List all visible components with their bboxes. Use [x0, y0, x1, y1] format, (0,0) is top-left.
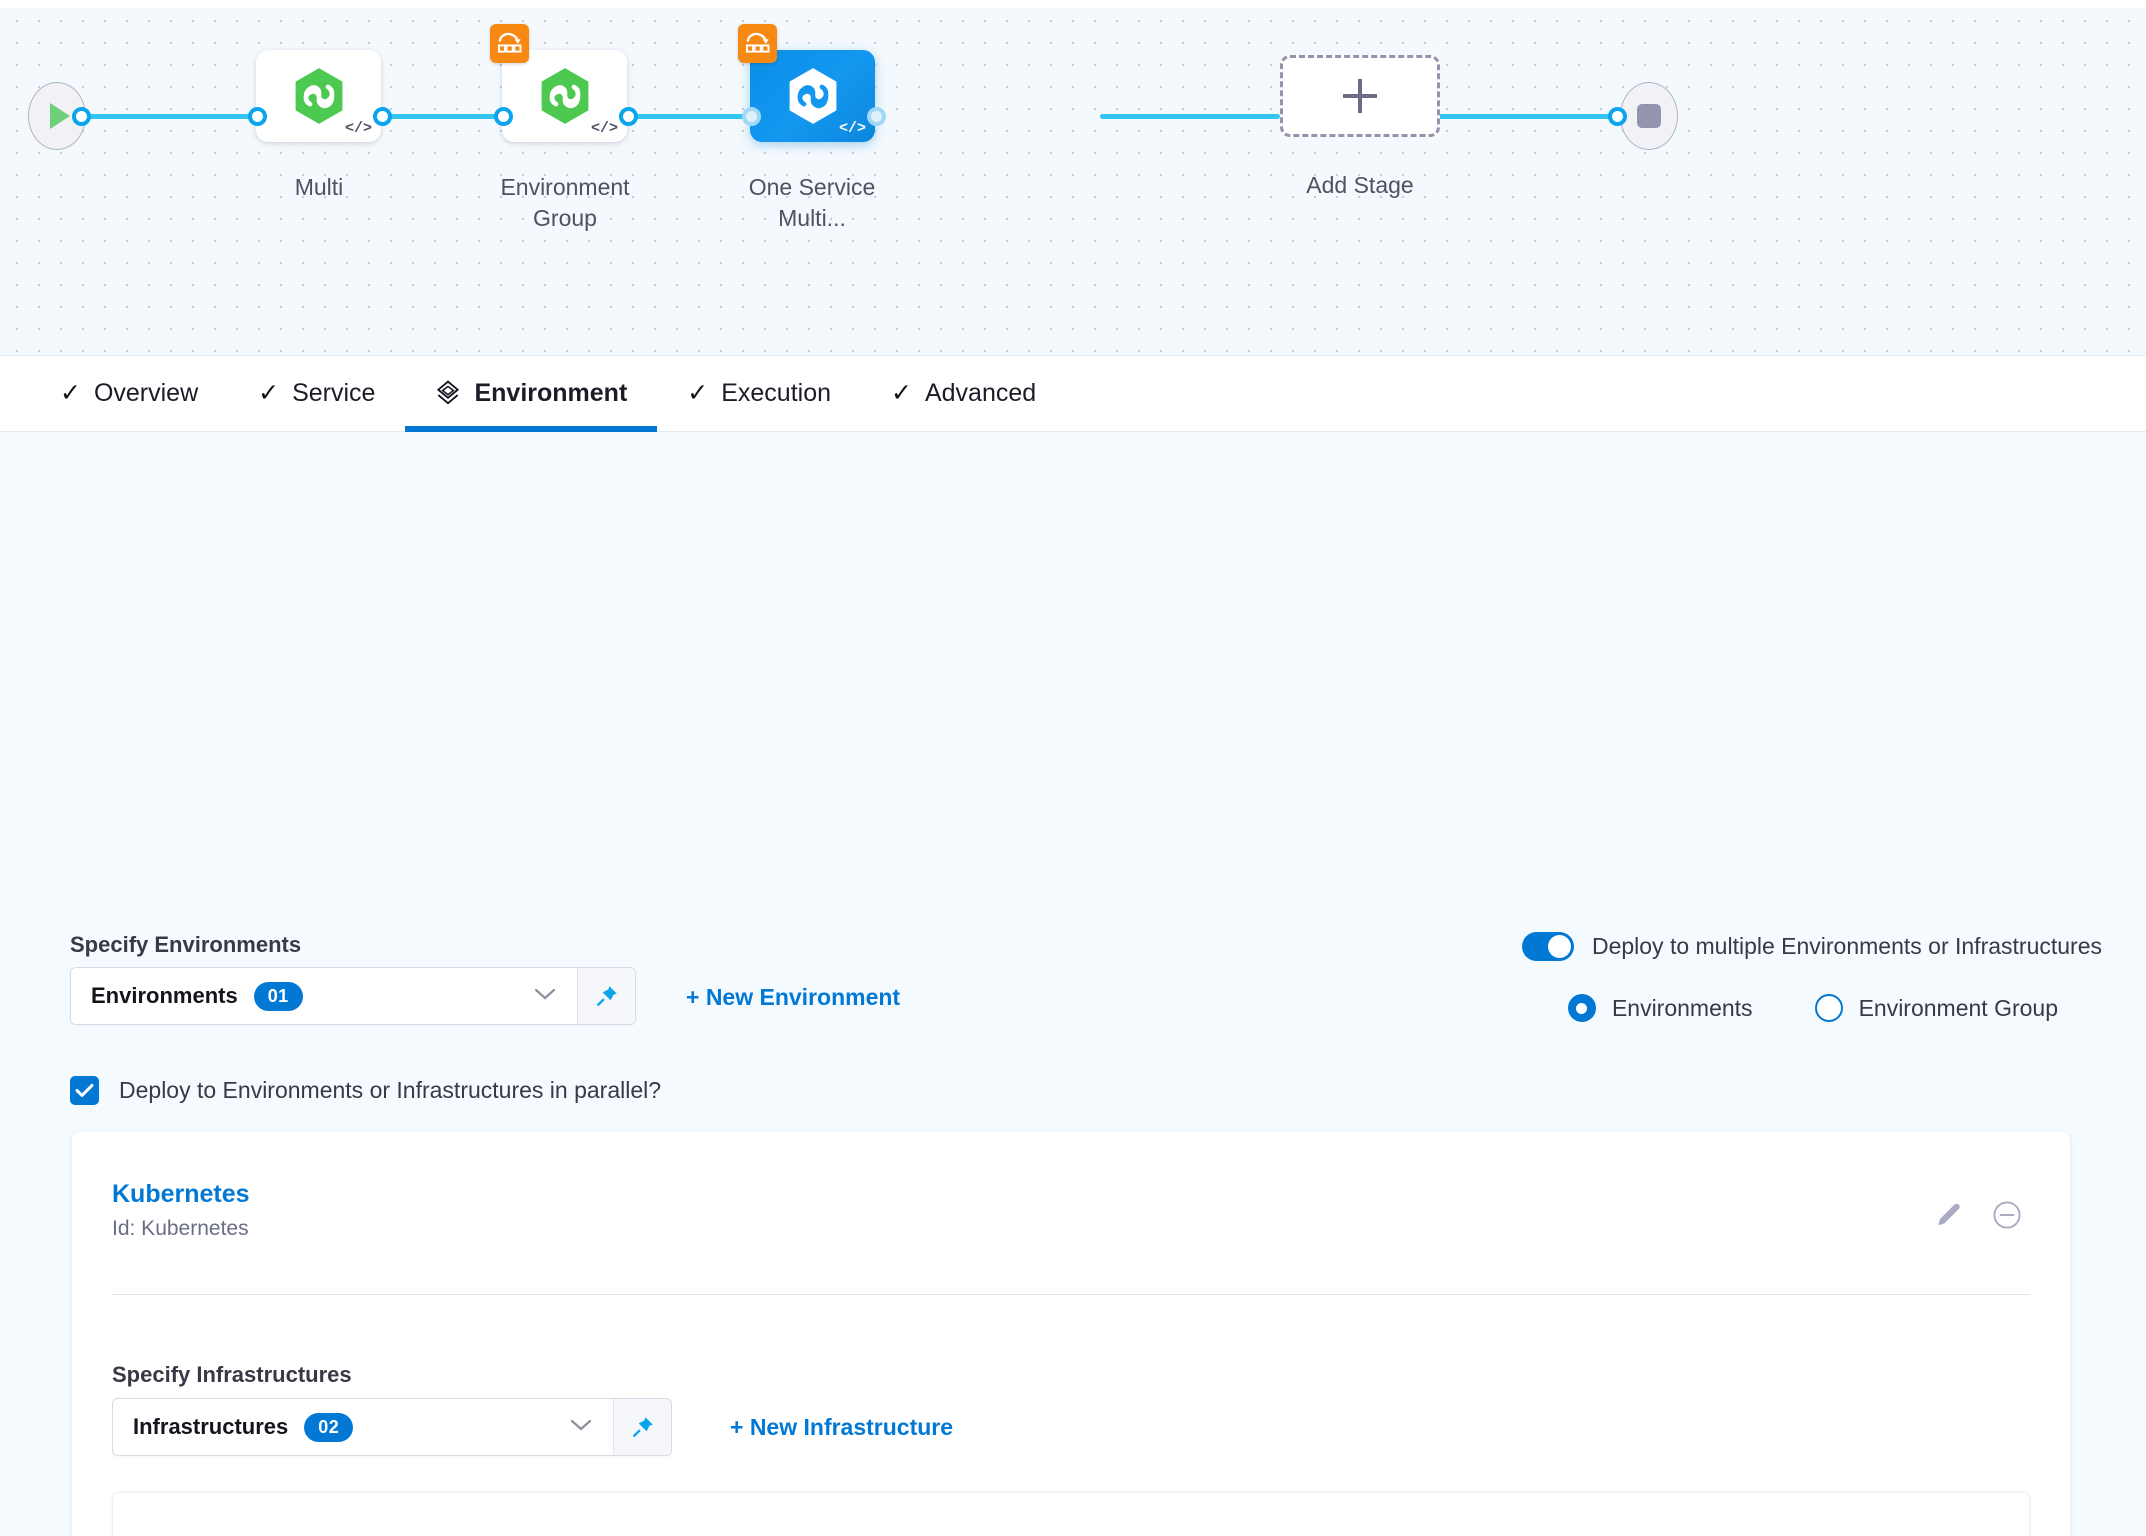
- check-icon: ✓: [258, 379, 280, 407]
- toggle-knob: [1547, 935, 1571, 958]
- check-icon: ✓: [687, 379, 709, 407]
- check-icon: [75, 1083, 94, 1097]
- infrastructures-selector-main[interactable]: Infrastructures 02: [113, 1399, 613, 1455]
- radio-environment-group[interactable]: Environment Group: [1814, 994, 2058, 1022]
- new-infrastructure-button[interactable]: + New Infrastructure: [730, 1414, 954, 1440]
- environments-selector-name: Environments: [91, 983, 238, 1008]
- canvas-top-strip: [0, 0, 2146, 8]
- stage-label-multi: Multi: [294, 174, 344, 200]
- code-icon[interactable]: </>: [590, 120, 618, 137]
- add-stage-label: Add Stage: [1306, 172, 1414, 198]
- environment-card-divider: [112, 1294, 2030, 1295]
- port-envgrp-in[interactable]: [494, 107, 513, 126]
- play-icon: [50, 103, 70, 129]
- connector-onesvc-add: [1100, 114, 1280, 119]
- environment-card: Kubernetes Id: Kubernetes Specify Infras…: [72, 1132, 2070, 1536]
- check-icon: ✓: [891, 379, 912, 407]
- multi-deploy-toggle-row: Deploy to multiple Environments or Infra…: [1521, 932, 2102, 961]
- infrastructures-selector-name: Infrastructures: [133, 1414, 289, 1439]
- stage-node-environment-group[interactable]: </>: [490, 24, 627, 142]
- connector-add-end: [1430, 114, 1630, 119]
- tab-service-label: Service: [292, 379, 376, 407]
- environment-name-link[interactable]: Kubernetes: [112, 1180, 250, 1208]
- harness-hex-icon: [789, 68, 836, 124]
- code-icon[interactable]: </>: [838, 120, 866, 137]
- stage-tab-bar[interactable]: ✓ Overview ✓ Service Environment ✓ Execu…: [0, 356, 2146, 432]
- multi-deploy-toggle-label: Deploy to multiple Environments or Infra…: [1591, 933, 2102, 959]
- plus-icon: [1343, 79, 1377, 113]
- environments-count-badge: 01: [253, 981, 303, 1011]
- matrix-strategy-icon: [490, 24, 529, 63]
- multi-deploy-toggle[interactable]: [1521, 932, 1574, 961]
- port-start-out[interactable]: [72, 107, 91, 126]
- tab-environment[interactable]: Environment: [405, 356, 658, 432]
- environments-selector[interactable]: Environments 01: [70, 967, 636, 1025]
- tab-environment-label: Environment: [474, 379, 628, 407]
- parallel-deploy-checkbox-row[interactable]: Deploy to Environments or Infrastructure…: [70, 1076, 661, 1105]
- stage-node-one-service-multi[interactable]: </>: [738, 24, 875, 142]
- parallel-deploy-checkbox-label: Deploy to Environments or Infrastructure…: [119, 1077, 662, 1103]
- stage-label-environment-group: Environment Group: [500, 174, 630, 231]
- port-envgrp-out[interactable]: [619, 107, 638, 126]
- environment-card-header: Kubernetes Id: Kubernetes: [112, 1180, 250, 1241]
- check-icon: ✓: [60, 379, 81, 407]
- pipeline-canvas[interactable]: </> Multi </> Environment Group: [0, 0, 2146, 356]
- tab-advanced-label: Advanced: [924, 379, 1037, 407]
- chevron-down-icon[interactable]: [569, 1418, 595, 1437]
- specify-infrastructures-label: Specify Infrastructures: [112, 1362, 352, 1387]
- tab-execution-label: Execution: [721, 379, 832, 407]
- pin-infrastructures-button[interactable]: [613, 1399, 671, 1455]
- environment-icon: [437, 379, 460, 404]
- environment-id-text: Id: Kubernetes: [112, 1217, 249, 1240]
- code-icon[interactable]: </>: [344, 120, 372, 137]
- pin-environments-button[interactable]: [577, 968, 635, 1024]
- radio-environments[interactable]: Environments: [1567, 994, 1753, 1022]
- connector-envgrp-onesvc: [550, 114, 750, 119]
- radio-environment-group-circle[interactable]: [1814, 994, 1843, 1022]
- tab-overview[interactable]: ✓ Overview: [30, 356, 228, 432]
- stop-icon: [1637, 104, 1661, 128]
- pin-icon: [632, 1417, 653, 1437]
- environments-selector-main[interactable]: Environments 01: [71, 968, 577, 1024]
- minus-circle-icon[interactable]: [1992, 1200, 2022, 1230]
- infrastructures-selector[interactable]: Infrastructures 02: [112, 1398, 672, 1456]
- connector-start-multi: [76, 114, 276, 119]
- tab-execution[interactable]: ✓ Execution: [657, 356, 861, 432]
- port-multi-in[interactable]: [248, 107, 267, 126]
- environment-panel: Specify Environments Environments 01 + N…: [0, 432, 2146, 1536]
- pencil-icon[interactable]: [1934, 1201, 1962, 1229]
- port-onesvc-out[interactable]: [867, 107, 886, 126]
- tab-advanced[interactable]: ✓ Advanced: [861, 356, 1066, 432]
- connector-multi-envgrp: [300, 114, 500, 119]
- add-stage-button[interactable]: [1280, 55, 1440, 137]
- tab-overview-label: Overview: [93, 379, 199, 407]
- tab-service[interactable]: ✓ Service: [228, 356, 405, 432]
- port-multi-out[interactable]: [373, 107, 392, 126]
- harness-hex-icon: [295, 68, 342, 124]
- pipeline-end-node[interactable]: [1620, 82, 1678, 150]
- parallel-deploy-checkbox[interactable]: [70, 1076, 99, 1105]
- specify-environments-label: Specify Environments: [70, 932, 302, 957]
- infrastructures-count-badge: 02: [304, 1412, 354, 1442]
- infrastructure-card: Cluster 2 Id: Cluster_2: [112, 1492, 2030, 1536]
- radio-environments-label: Environments: [1611, 994, 1753, 1021]
- radio-environments-circle[interactable]: [1567, 994, 1596, 1022]
- matrix-glyph: [497, 32, 522, 53]
- matrix-glyph: [745, 32, 770, 53]
- environment-card-actions: [1934, 1200, 2022, 1230]
- stage-label-one-service-multi: One Service Multi...: [748, 174, 876, 231]
- port-onesvc-in[interactable]: [742, 107, 761, 126]
- environment-scope-radio-group: Environments Environment Group: [1567, 994, 2058, 1022]
- harness-hex-icon: [541, 68, 588, 124]
- stage-node-multi[interactable]: </>: [256, 50, 381, 142]
- new-environment-button[interactable]: + New Environment: [686, 984, 901, 1010]
- matrix-strategy-icon: [738, 24, 777, 63]
- port-end-in[interactable]: [1608, 107, 1627, 126]
- chevron-down-icon[interactable]: [533, 987, 559, 1006]
- radio-environment-group-label: Environment Group: [1858, 994, 2058, 1021]
- pin-icon: [596, 986, 617, 1006]
